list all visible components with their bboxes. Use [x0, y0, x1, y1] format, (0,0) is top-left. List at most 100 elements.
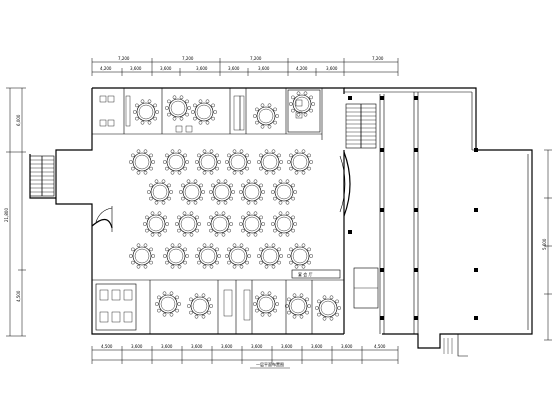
banquet-table [224, 149, 251, 175]
dim-left-1: 6,000 [16, 114, 21, 126]
dimension-right: 5,600 [542, 149, 552, 341]
banquet-table [256, 149, 284, 175]
dim-top-minor-5: 3,600 [228, 66, 240, 71]
dim-top-3: 7,200 [250, 56, 262, 61]
title-caption: 一层平面布置图 [256, 361, 284, 367]
private-room-table [154, 291, 181, 317]
column [380, 96, 384, 100]
banquet-table [128, 149, 155, 175]
structural-columns [348, 96, 478, 320]
banquet-table [238, 211, 266, 237]
lounge-chair [99, 95, 107, 103]
dim-top-minor-2: 3,600 [130, 66, 142, 71]
dim-bottom: 3,600 [161, 344, 173, 349]
column [348, 230, 352, 234]
private-room-table [190, 99, 217, 125]
lounge-chairs [99, 95, 303, 321]
bar-counter [91, 151, 351, 232]
dim-bottom: 4,500 [374, 344, 386, 349]
lounge-chair [295, 111, 303, 119]
dim-top-minor-3: 3,600 [160, 66, 172, 71]
private-room-table [252, 103, 280, 129]
sofa [223, 289, 233, 317]
column [380, 268, 384, 272]
column [474, 208, 478, 212]
column [474, 148, 478, 152]
lounge-chair [107, 95, 115, 103]
dim-bottom: 3,600 [131, 344, 143, 349]
dim-bottom: 3,600 [311, 344, 323, 349]
dim-left-3: 4,500 [16, 290, 21, 302]
column [474, 268, 478, 272]
private-room-table [284, 293, 312, 319]
dim-bottom: 3,600 [281, 344, 293, 349]
lounge-chair [185, 125, 193, 133]
banquet-table [238, 179, 266, 205]
banquet-table [286, 149, 314, 175]
dim-bottom: 3,600 [341, 344, 353, 349]
column [414, 148, 418, 152]
banquet-table [256, 243, 284, 269]
private-room-table [314, 295, 342, 321]
building-walls [29, 87, 533, 357]
sofa [233, 95, 241, 131]
dim-top-1: 7,200 [118, 56, 130, 61]
banquet-tables [128, 91, 342, 321]
sofa [243, 289, 251, 321]
private-room-table [164, 95, 191, 121]
column [380, 208, 384, 212]
private-room-table [186, 293, 213, 319]
dim-top-minor-8: 3,600 [326, 66, 338, 71]
sofa [239, 95, 245, 131]
banquet-table [194, 243, 221, 269]
banquet-table [178, 179, 205, 205]
column [474, 316, 478, 320]
dim-top-minor-6: 3,600 [258, 66, 270, 71]
dim-right-1: 5,600 [542, 238, 547, 250]
banquet-table [162, 149, 189, 175]
banquet-table [146, 179, 173, 205]
column [414, 96, 418, 100]
dimension-left: 6,000 21,800 4,500 [4, 87, 26, 337]
banquet-table [142, 211, 169, 237]
dim-left-2: 21,800 [4, 208, 9, 222]
banquet-table [224, 243, 251, 269]
dim-top-4: 7,200 [372, 56, 384, 61]
banquet-table [174, 211, 201, 237]
lounge-chair [175, 125, 183, 133]
private-rooms-top [92, 88, 323, 140]
private-room-table [252, 291, 280, 317]
lounge-chair [99, 119, 107, 127]
dimension-top: 7,200 7,200 7,200 7,200 4,200 3,600 3,60… [91, 56, 399, 76]
room-note: 宴 会 厅 [298, 271, 313, 277]
dim-bottom: 3,600 [251, 344, 263, 349]
banquet-table [208, 179, 235, 205]
dim-top-2: 7,200 [182, 56, 194, 61]
dim-bottom: 3,600 [221, 344, 233, 349]
dim-bottom: 3,600 [191, 344, 203, 349]
dim-top-minor-4: 3,600 [196, 66, 208, 71]
banquet-table [162, 243, 189, 269]
dim-top-minor-7: 4,200 [296, 66, 308, 71]
dimension-bottom: 4,500 3,600 3,600 3,600 3,600 3,600 3,600 3,600… [91, 344, 399, 369]
private-rooms-bottom: 宴 会 厅 [92, 267, 379, 334]
lounge-chair [107, 119, 115, 127]
lounge-chair [295, 99, 303, 107]
banquet-table [206, 211, 233, 237]
column [414, 268, 418, 272]
column [380, 148, 384, 152]
dim-bottom: 4,500 [101, 344, 113, 349]
banquet-table [194, 149, 221, 175]
banquet-table [270, 179, 298, 205]
banquet-table [128, 243, 155, 269]
private-room-table [132, 99, 159, 125]
banquet-table [286, 243, 314, 269]
sofa [125, 95, 131, 127]
column [380, 316, 384, 320]
banquet-table [270, 211, 298, 237]
column [414, 208, 418, 212]
dim-top-minor-1: 4,200 [100, 66, 112, 71]
column [348, 96, 352, 100]
